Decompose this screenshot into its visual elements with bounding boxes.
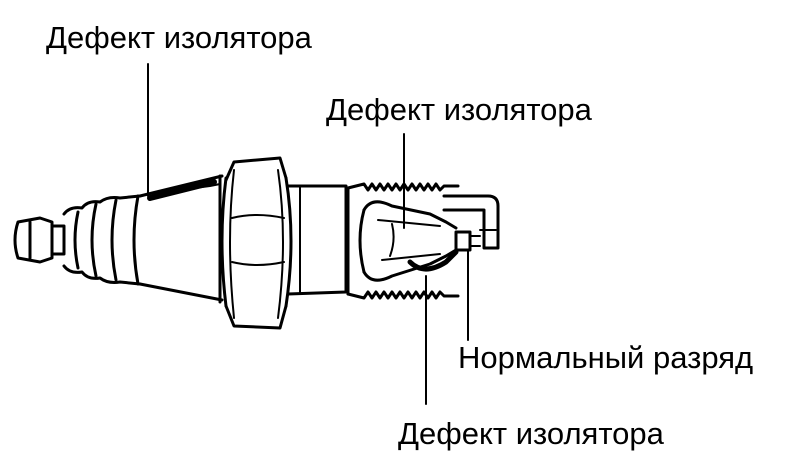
insulator-ribs [62,194,142,286]
label-insulator-defect-bottom: Дефект изолятора [398,416,664,451]
label-insulator-defect-top-left: Дефект изолятора [46,20,312,55]
leader-lines [147,63,469,405]
center-electrode [454,230,481,252]
terminal-nut [13,216,66,264]
shell-collar [286,184,348,296]
label-insulator-defect-top-mid: Дефект изолятора [326,92,592,127]
hex-shell [220,156,293,330]
label-normal-discharge: Нормальный разряд [458,340,754,375]
ground-electrode [442,194,500,250]
insulator-nose [358,200,459,282]
insulator-body [138,174,224,304]
